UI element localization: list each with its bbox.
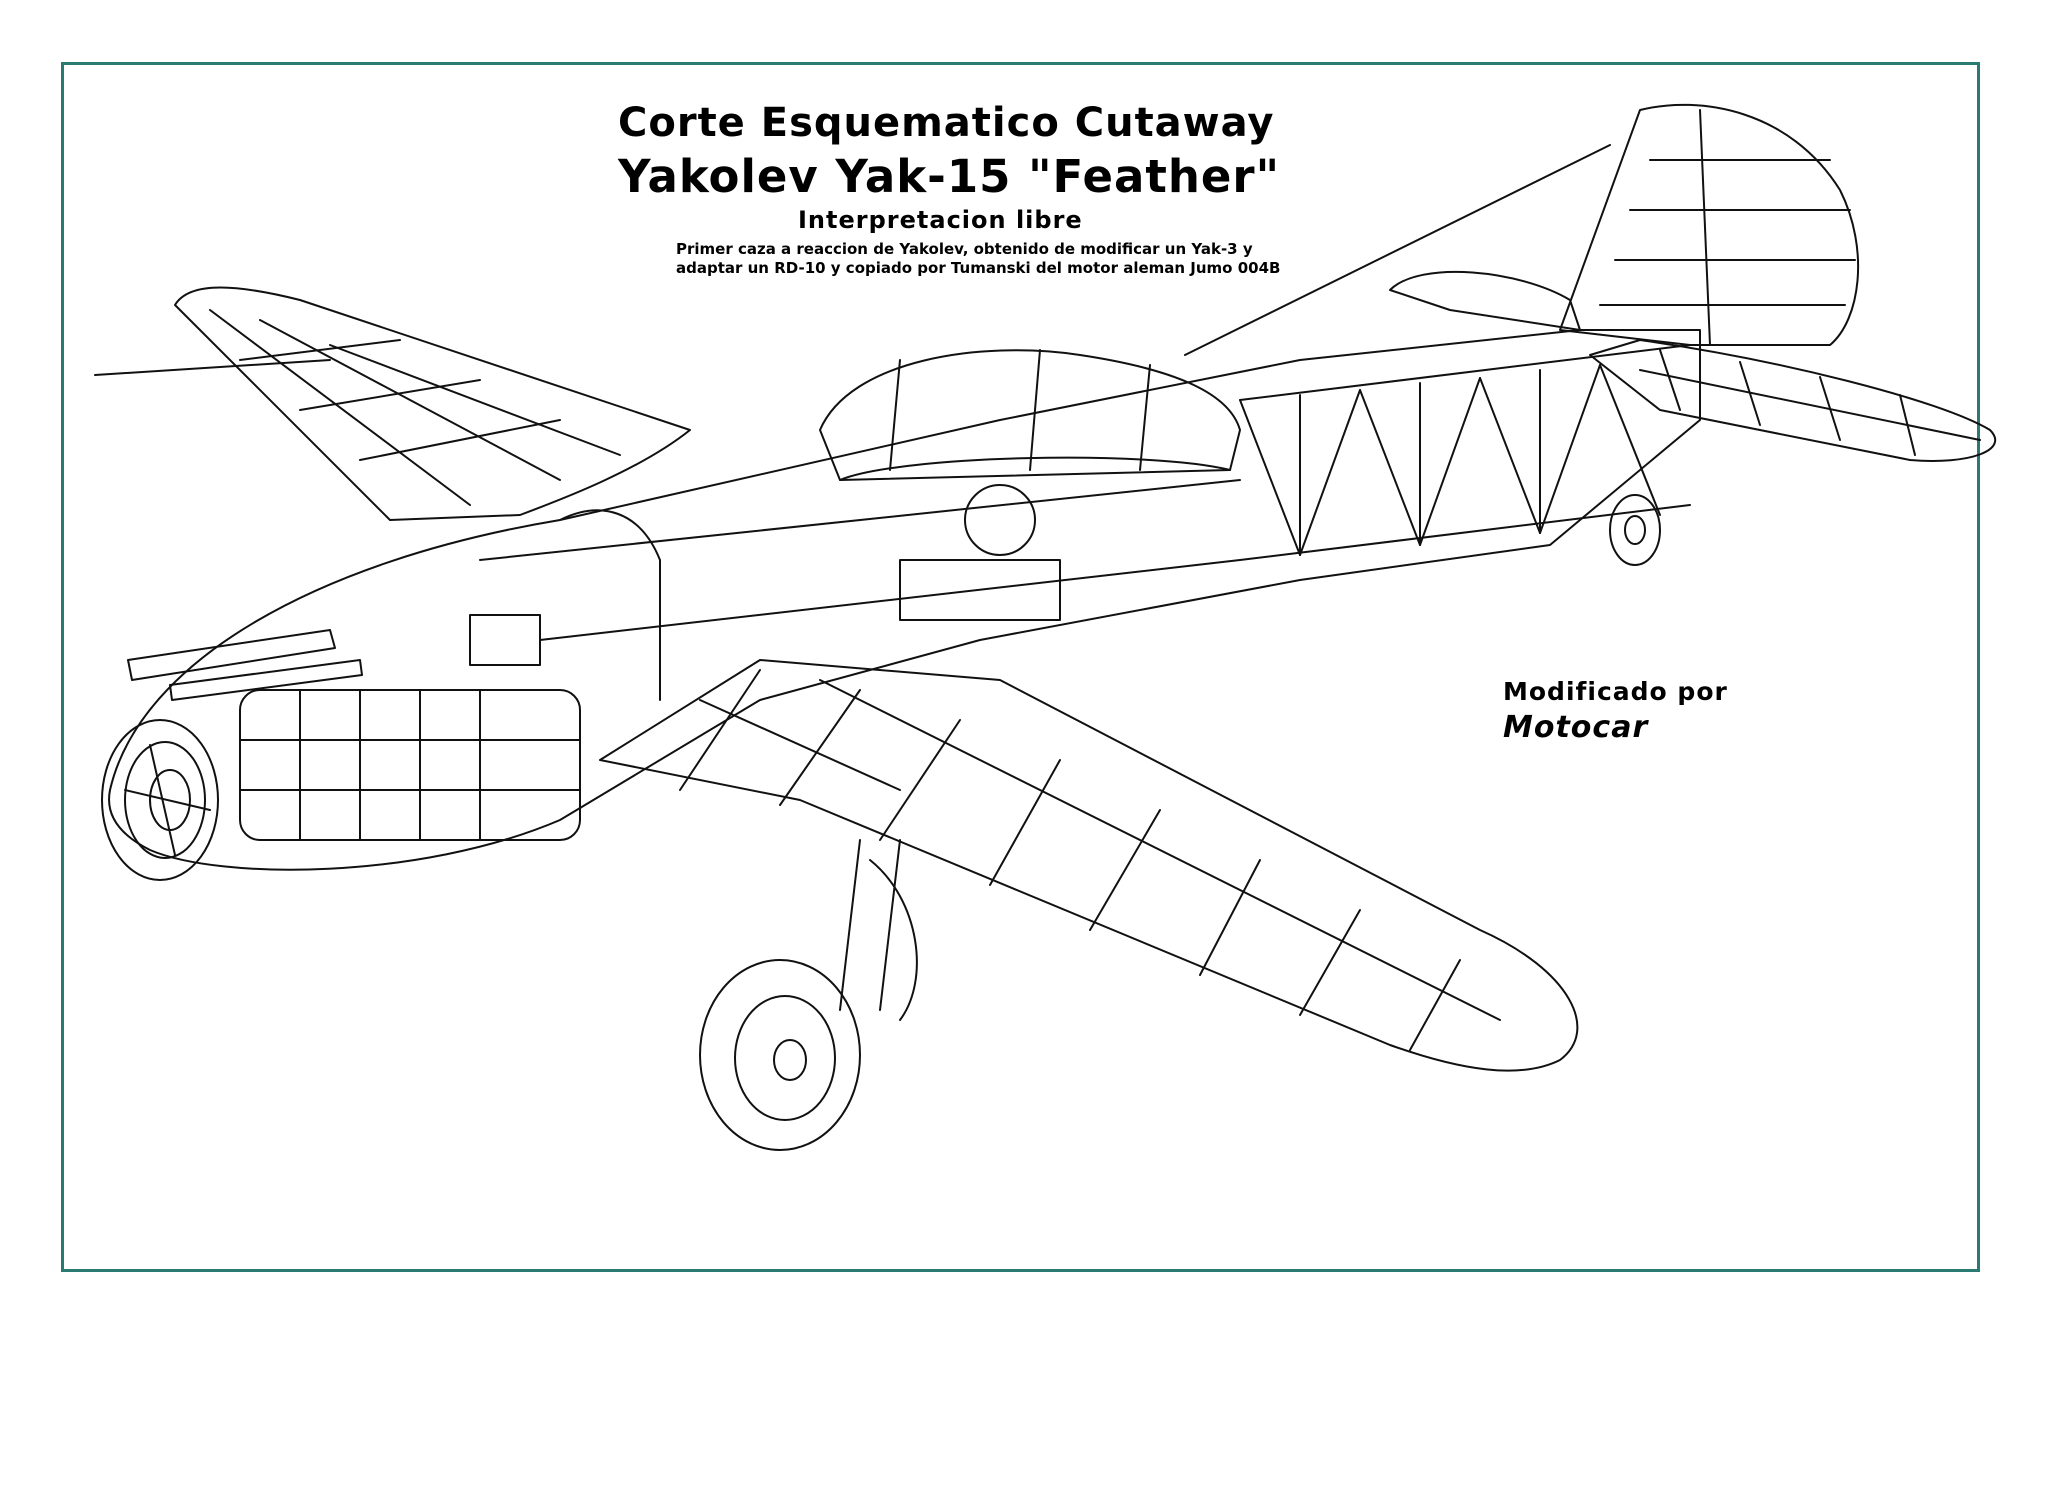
cockpit-canopy (819, 349, 1241, 481)
engine-intake (101, 719, 219, 881)
credit-label: Modificado por (1503, 677, 1728, 706)
fuselage-truss (1239, 344, 1691, 561)
description-line-1: Primer caza a reaccion de Yakolev, obten… (676, 240, 1253, 258)
page-frame (61, 62, 1980, 1272)
horizontal-stabilizer (1589, 339, 1997, 462)
gun-barrels (127, 629, 336, 681)
engine-block (239, 689, 581, 841)
description-line-2: adaptar un RD-10 y copiado por Tumanski … (676, 259, 1281, 277)
main-landing-gear (839, 839, 901, 1011)
vertical-tail (1559, 103, 1860, 346)
main-wheel (699, 959, 861, 1151)
left-wing (174, 286, 691, 521)
wing-ribs (679, 669, 1501, 1051)
title-line-1: Corte Esquematico Cutaway (618, 100, 1275, 146)
title-line-2: Yakolev Yak-15 "Feather" (618, 150, 1281, 203)
credit-author: Motocar (1503, 710, 1649, 745)
subtitle: Interpretacion libre (798, 206, 1083, 234)
right-wing (599, 659, 1579, 1072)
tail-wheel (1609, 494, 1661, 566)
fuselage-outline (108, 329, 1701, 871)
